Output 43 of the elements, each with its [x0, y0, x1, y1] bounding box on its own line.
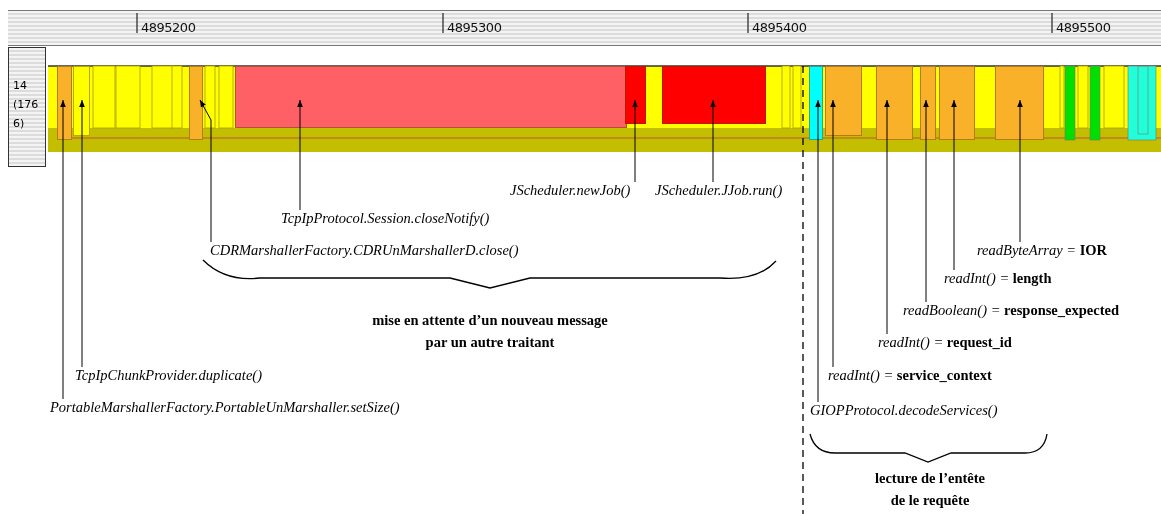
leader-arrow	[199, 99, 212, 243]
method-annotation: TcpIpProtocol.Session.closeNotify()	[281, 210, 490, 227]
leader-arrow	[79, 99, 85, 368]
leader-arrow	[884, 99, 890, 335]
method-annotation: readInt() = length	[944, 270, 1052, 287]
tick-label: 4895300	[447, 20, 502, 35]
method-annotation: readInt() = service_context	[828, 367, 992, 384]
tick-label: 4895400	[752, 20, 807, 35]
leader-arrow	[951, 99, 957, 271]
tick-label: 4895500	[1056, 20, 1111, 35]
leader-arrow	[60, 99, 66, 400]
tick-label: 4895200	[141, 20, 196, 35]
trace-segment	[189, 66, 203, 140]
leader-arrow	[297, 99, 303, 211]
leader-arrow	[923, 99, 929, 303]
brace-note: lecture de l’entête de le requête	[873, 469, 986, 510]
leader-arrow	[632, 99, 638, 183]
leader-arrow	[1017, 99, 1023, 243]
leader-arrow	[710, 99, 716, 183]
method-annotation: readInt() = request_id	[878, 334, 1012, 351]
row-label: 14 (1766)	[13, 78, 39, 132]
method-annotation: JScheduler.newJob()	[510, 182, 631, 199]
method-annotation: readBoolean() = response_expected	[903, 302, 1119, 319]
leader-arrow	[830, 99, 836, 368]
method-annotation: JScheduler.JJob.run()	[655, 182, 783, 199]
method-annotation: PortableMarshallerFactory.PortableUnMarshaller.setSize()	[50, 399, 400, 416]
leader-arrow	[815, 99, 821, 403]
trace-segment	[625, 66, 646, 124]
method-annotation: TcpIpChunkProvider.duplicate()	[75, 367, 262, 384]
trace-segment	[939, 66, 975, 140]
method-annotation: readByteArray = IOR	[977, 242, 1108, 259]
method-annotation: GIOPProtocol.decodeServices()	[810, 402, 998, 419]
trace-segment	[825, 66, 862, 136]
method-annotation: CDRMarshallerFactory.CDRUnMarshallerD.close()	[210, 242, 519, 259]
trace-segment	[920, 66, 936, 140]
trace-segment	[662, 66, 766, 124]
brace-note: mise en attente d’un nouveau message par un autre traitant	[371, 311, 609, 352]
trace-segment	[235, 66, 627, 128]
trace-segment	[995, 66, 1044, 140]
trace-segment	[73, 66, 90, 136]
trace-segment	[876, 66, 913, 140]
trace-segment	[809, 66, 823, 140]
trace-segment	[57, 66, 72, 140]
